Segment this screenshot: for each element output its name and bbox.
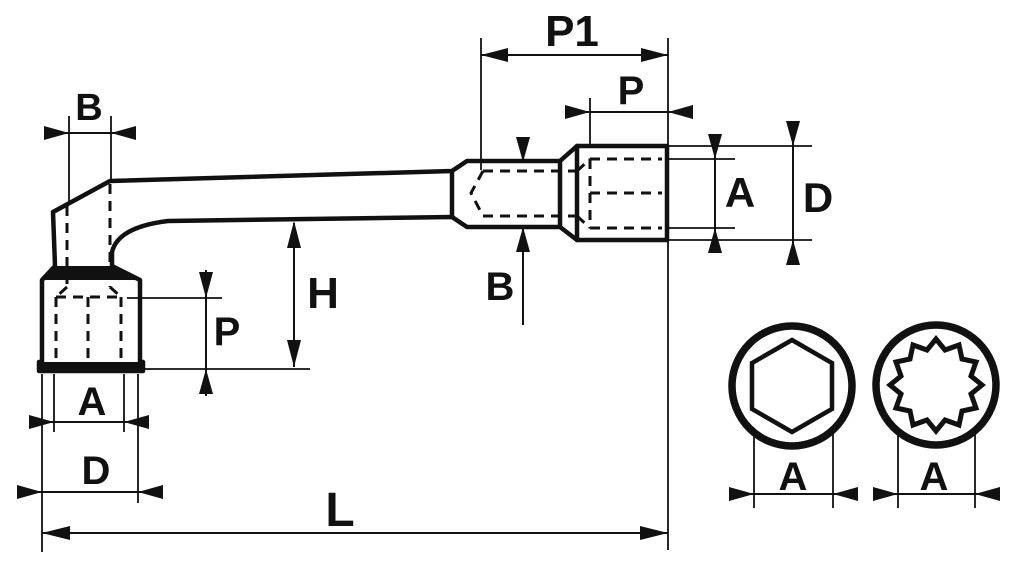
extension-line	[668, 145, 812, 241]
arrowhead	[640, 526, 668, 540]
dimension-a-right: A	[668, 134, 755, 253]
arrowhead	[287, 340, 301, 367]
twelve-point-socket-face: A	[872, 321, 1000, 508]
arrowhead	[42, 526, 70, 540]
arrowhead	[199, 272, 213, 298]
socket-bottom-face	[39, 362, 143, 371]
dim-label-D-bottom: D	[82, 449, 111, 493]
arrowhead	[481, 48, 508, 62]
hidden-lines	[54, 157, 662, 361]
extension-line	[480, 38, 669, 550]
arrowhead	[786, 121, 800, 146]
dimension-b-top-left: B	[44, 87, 136, 204]
arrowhead	[138, 485, 163, 499]
dim-label-A-bottom: A	[78, 380, 107, 424]
dim-label-H: H	[307, 269, 339, 318]
arrowhead	[833, 487, 858, 501]
neck-bore-apex	[469, 170, 485, 217]
socket-collar-flare	[42, 266, 140, 280]
dimension-l: L	[42, 484, 668, 540]
dim-label-A-hex: A	[779, 455, 808, 499]
arrowhead	[565, 105, 590, 119]
arrowhead	[786, 240, 800, 265]
dim-label-P-left: P	[214, 310, 241, 354]
dim-label-P-top: P	[618, 69, 645, 113]
left-cone-line	[54, 285, 123, 299]
arrowhead	[516, 137, 530, 162]
dim-label-L: L	[325, 484, 354, 537]
dimension-b-middle: B	[486, 137, 530, 325]
arrowhead	[111, 126, 136, 140]
arrowhead	[729, 487, 754, 501]
arrowhead	[641, 48, 668, 62]
arrowhead	[873, 487, 898, 501]
arrowhead	[975, 487, 1000, 501]
arrowhead	[199, 369, 213, 394]
hex-bore-profile	[749, 337, 835, 435]
dimension-d-bottom-left: D	[17, 374, 163, 552]
arrowhead	[17, 485, 42, 499]
dimension-h: H	[140, 221, 339, 370]
wrench-body	[36, 143, 670, 374]
dim-label-B-left: B	[75, 87, 102, 129]
dim-label-P1: P1	[545, 7, 599, 56]
dim-label-B-middle: B	[486, 265, 515, 309]
twelve-point-bore-profile	[886, 335, 986, 435]
arrowhead	[44, 126, 69, 140]
extension-line	[668, 158, 735, 229]
dim-label-A-right: A	[725, 169, 755, 216]
dim-label-D-right: D	[803, 174, 833, 221]
extension-line	[41, 374, 139, 552]
dimension-p-top: P	[565, 69, 693, 147]
socket-outer-ring	[872, 321, 1000, 449]
dimension-a-bottom-left: A	[29, 374, 149, 432]
arrowhead	[287, 221, 301, 248]
wrench-silhouette	[36, 143, 670, 374]
arrowhead	[124, 415, 149, 429]
arrowhead	[516, 227, 530, 252]
right-cone-line	[575, 157, 592, 230]
dimension-p1: P1	[480, 7, 669, 550]
dim-label-A-twelve-point: A	[920, 455, 949, 499]
dimension-p-left: P	[127, 270, 240, 396]
extension-line	[68, 116, 112, 204]
dimension-d-right: D	[668, 121, 833, 265]
arrowhead	[668, 105, 693, 119]
hex-socket-face: A	[728, 322, 858, 508]
